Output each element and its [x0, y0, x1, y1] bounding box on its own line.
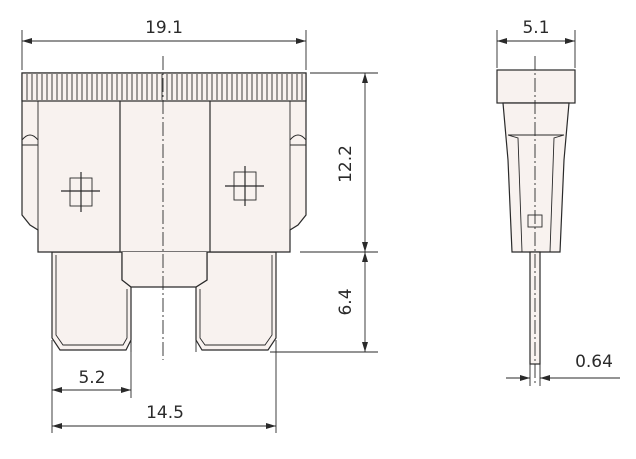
dimension-blade-thickness: 0.64 — [506, 352, 620, 386]
side-body — [502, 102, 570, 253]
dim-label-width: 19.1 — [145, 18, 183, 38]
side-cap — [496, 69, 576, 104]
center-bridge — [121, 252, 208, 288]
dimension-body-height: 12.2 6.4 — [270, 72, 378, 353]
dimension-blade-span: 14.5 — [52, 340, 277, 433]
side-inner-right — [549, 134, 565, 253]
dim-label-blade-span: 14.5 — [146, 403, 184, 423]
test-point-left — [61, 172, 100, 212]
ear-left — [21, 134, 39, 141]
ear-right — [289, 134, 307, 141]
test-point-right — [225, 166, 264, 206]
fuse-side-view — [496, 56, 576, 385]
dimension-side-width: 5.1 — [496, 18, 576, 68]
dimension-blade-width: 5.2 — [51, 340, 132, 433]
dim-label-side-width: 5.1 — [522, 18, 549, 38]
right-blade-bevel — [199, 255, 273, 346]
dim-label-blade-thickness: 0.64 — [575, 352, 613, 372]
side-inner-left — [507, 134, 523, 253]
fuse-front-view — [21, 56, 307, 360]
grip-ribs — [26, 74, 303, 100]
dim-label-body-height: 12.2 — [336, 145, 356, 183]
right-blade — [195, 251, 277, 351]
grip-strip — [21, 72, 307, 102]
dim-label-blade-length: 6.4 — [336, 288, 356, 315]
dimension-width-total: 19.1 — [21, 18, 307, 70]
left-blade — [51, 251, 132, 351]
dim-label-blade-width: 5.2 — [78, 368, 105, 388]
left-blade-bevel — [55, 255, 128, 346]
